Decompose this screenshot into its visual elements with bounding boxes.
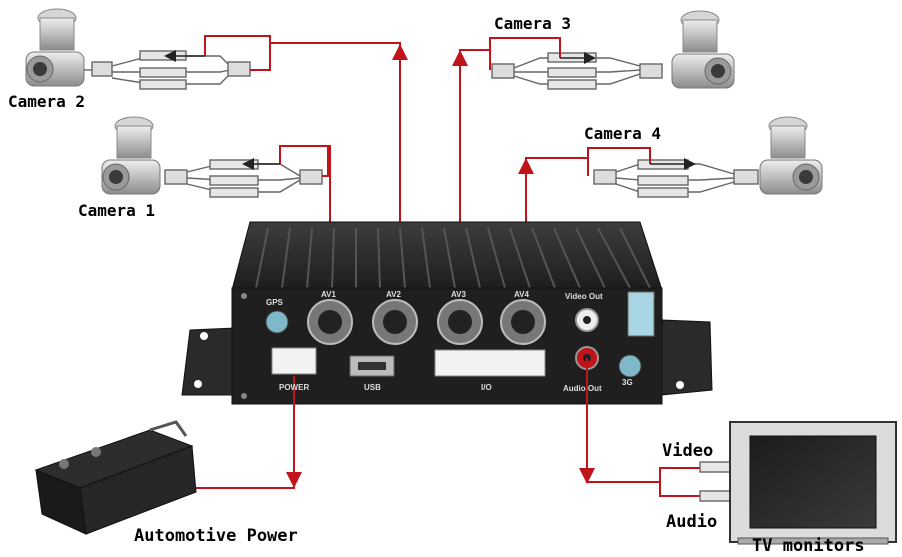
port-gps-label: GPS [266, 298, 283, 307]
tv-monitors-label: TV monitors [752, 536, 865, 556]
camera-1-cable [165, 160, 322, 197]
port-av3-label: AV3 [451, 290, 466, 299]
port-av1-label: AV1 [321, 290, 336, 299]
tv-monitor-icon [730, 422, 896, 544]
port-video-out-label: Video Out [565, 292, 603, 301]
port-av4-label: AV4 [514, 290, 529, 299]
camera-2-cable [84, 51, 250, 89]
port-power-label: POWER [279, 383, 309, 392]
av-output-cable [700, 462, 730, 501]
camera-2-label: Camera 2 [8, 92, 85, 111]
port-io-label: I/O [481, 383, 492, 392]
camera-4-label: Camera 4 [584, 124, 661, 143]
camera-3-icon [672, 11, 734, 88]
audio-label: Audio [666, 512, 717, 532]
port-3g-label: 3G [622, 378, 633, 387]
port-av2-label: AV2 [386, 290, 401, 299]
camera-2-icon [26, 9, 84, 86]
camera-1-label: Camera 1 [78, 201, 155, 220]
video-label: Video [662, 441, 713, 461]
camera-4-icon [760, 117, 822, 194]
battery-icon [36, 422, 196, 534]
port-usb-label: USB [364, 383, 381, 392]
camera-1-icon [102, 117, 160, 194]
dvr-device [182, 222, 712, 404]
power-label: Automotive Power [134, 526, 298, 546]
camera-3-label: Camera 3 [494, 14, 571, 33]
camera-4-cable [594, 160, 758, 197]
port-audio-out-label: Audio Out [563, 384, 602, 393]
